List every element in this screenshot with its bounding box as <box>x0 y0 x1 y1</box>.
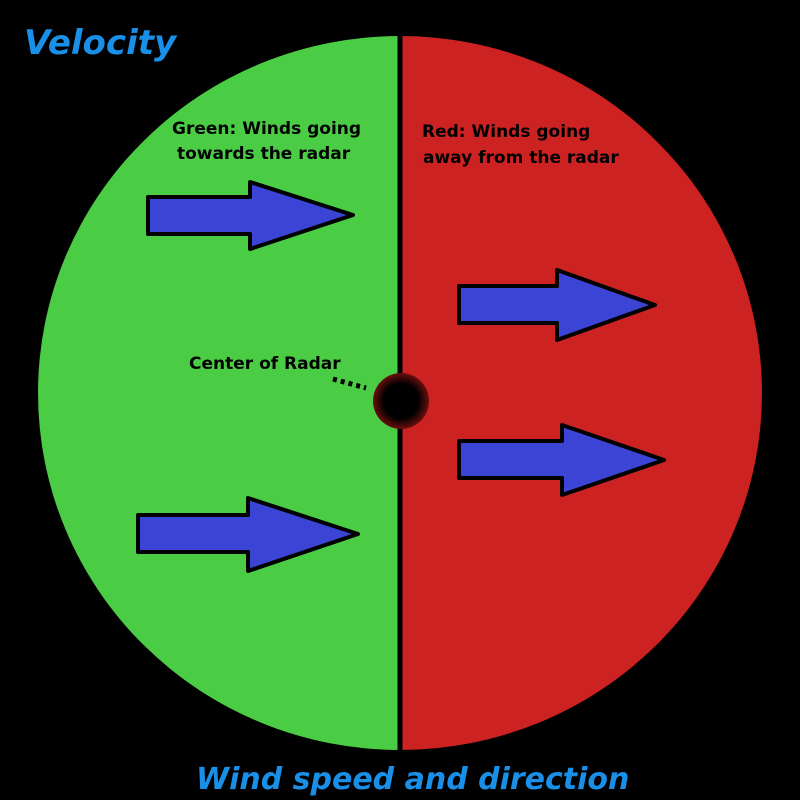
arrow-icon <box>457 268 657 342</box>
center-pointer-dots <box>332 376 367 391</box>
arrow-icon <box>457 423 666 497</box>
diagram-title: Velocity <box>24 23 178 63</box>
diagram-subtitle: Wind speed and direction <box>196 762 629 797</box>
green-label-line1: Green: Winds going <box>172 119 361 139</box>
arrow-icon <box>146 180 355 251</box>
red-label-line2: away from the radar <box>423 148 619 168</box>
radar-center-dot <box>373 373 429 429</box>
red-label-line1: Red: Winds going <box>422 122 590 142</box>
red-half-circle <box>400 36 762 750</box>
arrow-icon <box>136 496 360 573</box>
center-of-radar-label: Center of Radar <box>189 354 341 374</box>
green-label-line2: towards the radar <box>177 144 351 164</box>
